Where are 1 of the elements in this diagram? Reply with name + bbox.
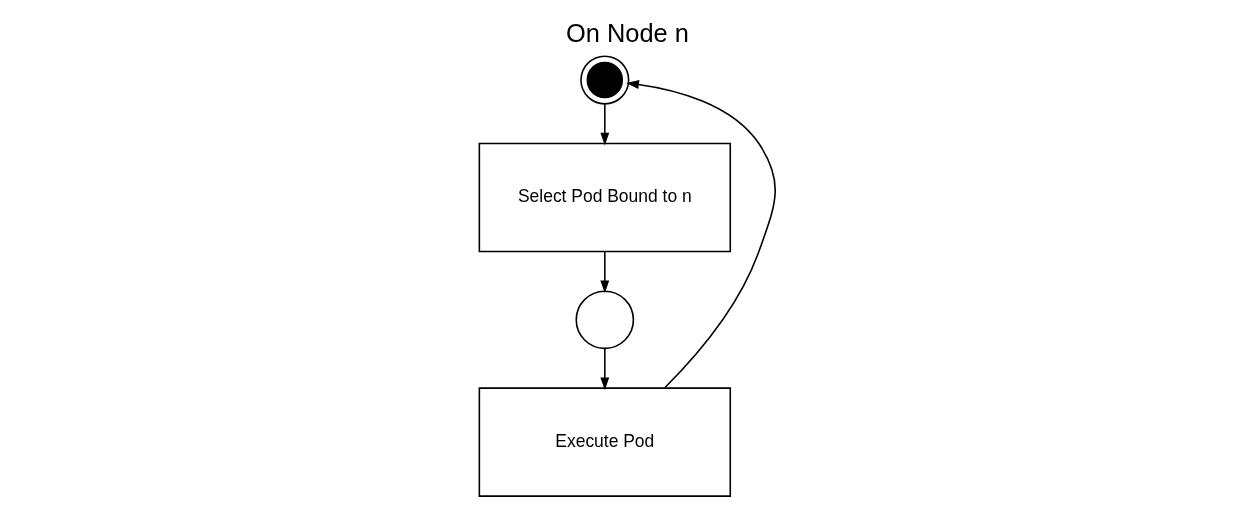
diagram-title: On Node n bbox=[565, 18, 689, 47]
